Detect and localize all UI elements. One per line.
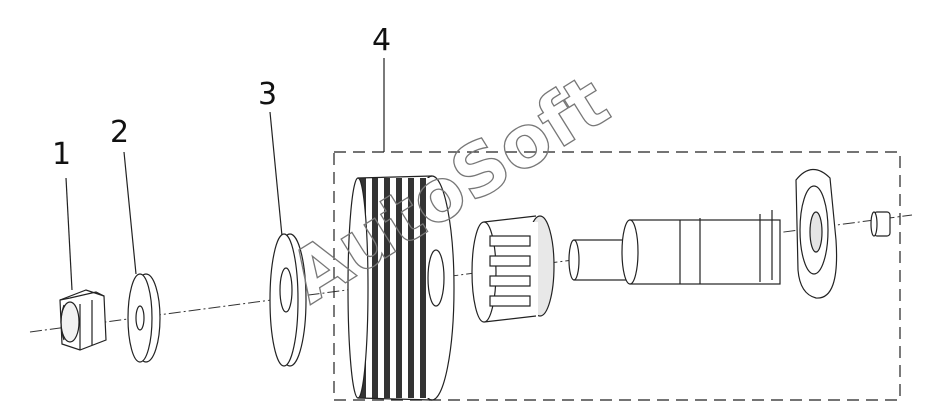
leader-line-3 (269, 111, 283, 237)
callout-4: 4 (372, 23, 392, 58)
assembly-group-box (333, 151, 901, 401)
callout-2: 2 (110, 115, 130, 150)
leader-line-1 (65, 177, 73, 291)
part-3-thrust-washer (269, 233, 307, 367)
part-1-hex-nut (59, 289, 107, 351)
small-pin (870, 211, 891, 237)
needle-bearing (471, 215, 555, 323)
callout-3: 3 (258, 77, 278, 112)
gear-body (347, 175, 455, 401)
leader-line-2 (123, 151, 137, 275)
part-2-washer (127, 273, 161, 363)
gear-shaft (568, 168, 838, 299)
callout-1: 1 (52, 137, 72, 172)
